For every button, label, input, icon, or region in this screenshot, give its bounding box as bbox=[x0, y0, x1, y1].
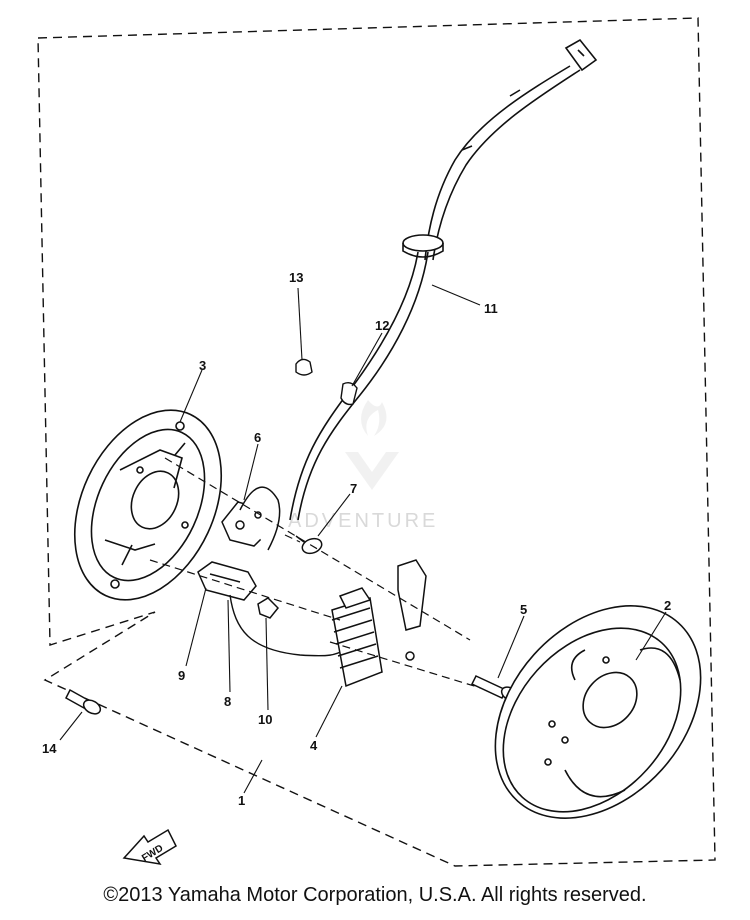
ignition-coil bbox=[331, 587, 383, 688]
assembly-boundary bbox=[37, 17, 716, 867]
callout-7: 7 bbox=[350, 481, 357, 496]
clamp-screw bbox=[295, 358, 313, 376]
callout-2: 2 bbox=[664, 598, 671, 613]
callout-1: 1 bbox=[238, 793, 245, 808]
screw-14 bbox=[65, 688, 102, 715]
leader-lines bbox=[59, 284, 667, 794]
wire-harness bbox=[289, 38, 598, 521]
callout-4: 4 bbox=[310, 738, 318, 753]
screw-10 bbox=[257, 597, 280, 619]
lead-wire bbox=[229, 594, 346, 657]
part-callouts: 1 2 3 4 5 6 7 8 9 10 11 12 13 14 bbox=[42, 270, 671, 808]
wire-clamp bbox=[340, 381, 358, 406]
callout-13: 13 bbox=[289, 270, 303, 285]
watermark-logo bbox=[345, 400, 399, 490]
condenser bbox=[197, 561, 257, 601]
forward-arrow: FWD bbox=[122, 828, 177, 866]
contact-breaker bbox=[221, 486, 281, 551]
callout-6: 6 bbox=[254, 430, 261, 445]
callout-12: 12 bbox=[375, 318, 389, 333]
copyright-notice: ©2013 Yamaha Motor Corporation, U.S.A. A… bbox=[103, 884, 647, 906]
callout-9: 9 bbox=[178, 668, 185, 683]
coil-bracket bbox=[397, 559, 427, 661]
callout-3: 3 bbox=[199, 358, 206, 373]
callout-14: 14 bbox=[42, 741, 57, 756]
stator-base-plate bbox=[73, 409, 223, 601]
watermark-text: ADVENTURE bbox=[288, 510, 438, 532]
callout-8: 8 bbox=[224, 694, 231, 709]
callout-5: 5 bbox=[520, 602, 527, 617]
callout-10: 10 bbox=[258, 712, 272, 727]
flywheel-rotor bbox=[494, 605, 702, 819]
callout-11: 11 bbox=[484, 301, 498, 316]
